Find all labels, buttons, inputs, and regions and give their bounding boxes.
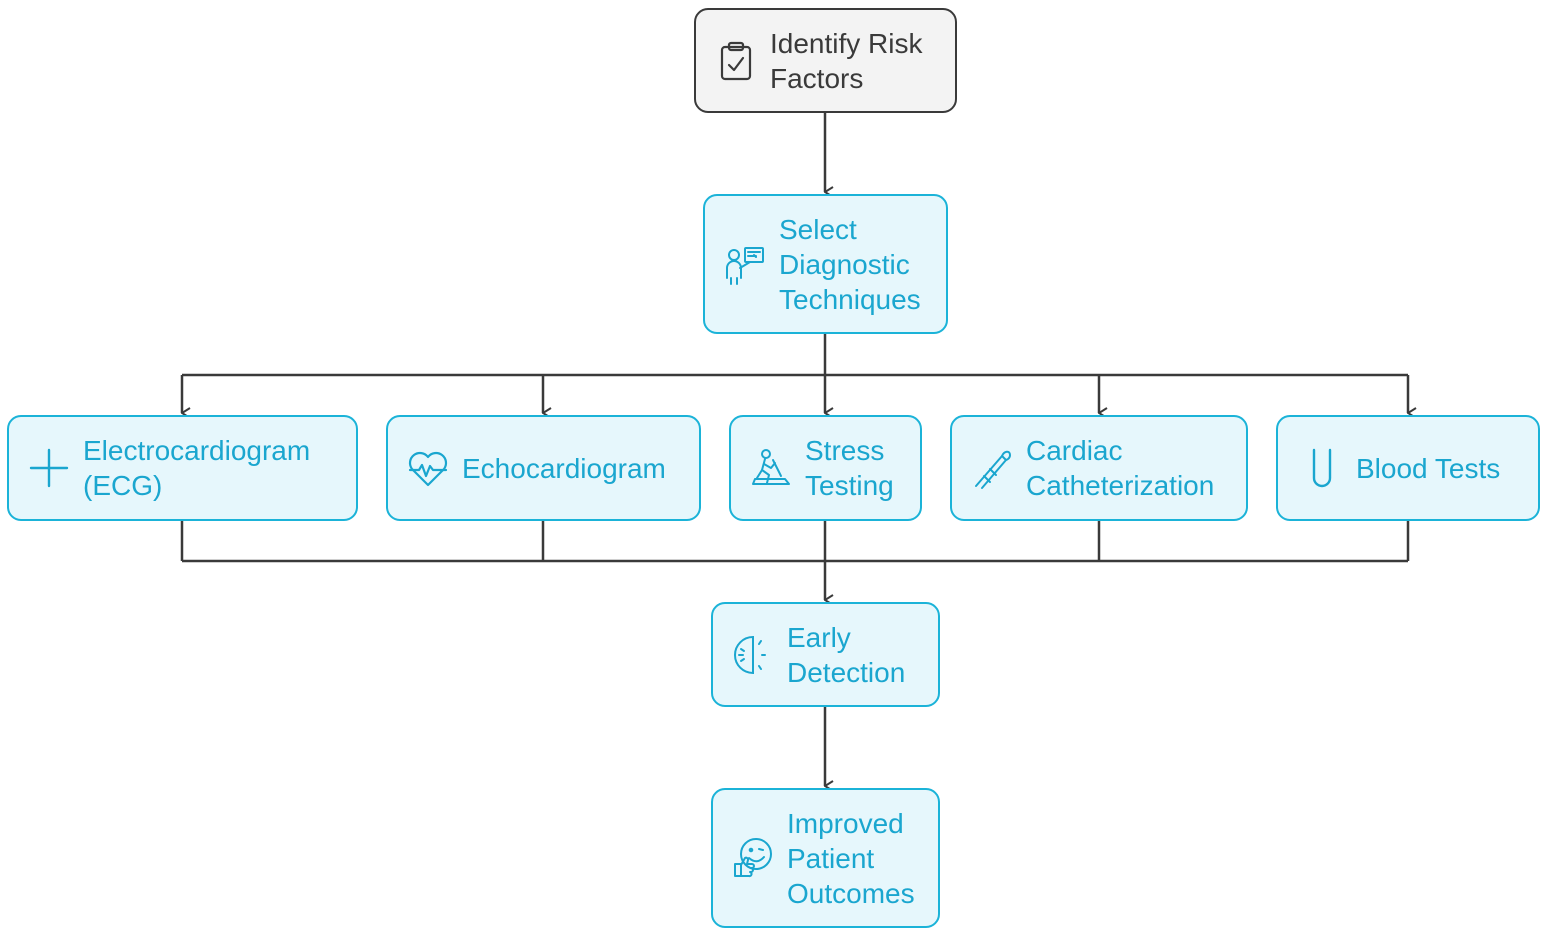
treadmill-icon <box>749 446 793 490</box>
node-label: Stress Testing <box>805 435 894 501</box>
catheter-icon <box>970 446 1014 490</box>
node-label: Improved Patient Outcomes <box>787 807 915 909</box>
node-electrocardiogram: Electrocardiogram (ECG) <box>7 415 358 521</box>
plus-icon <box>27 446 71 490</box>
smiley-thumbs-up-icon <box>731 836 775 880</box>
node-cardiac-catheterization: Cardiac Catheterization <box>950 415 1248 521</box>
clipboard-check-icon <box>714 39 758 83</box>
node-label: Electrocardiogram (ECG) <box>83 435 311 501</box>
node-label: Select Diagnostic Techniques <box>779 213 921 315</box>
node-identify-risk-factors: Identify Risk Factors <box>694 8 957 113</box>
node-label: Blood Tests <box>1356 452 1501 484</box>
node-label: Cardiac Catheterization <box>1026 435 1215 501</box>
node-label: Echocardiogram <box>462 452 666 484</box>
node-blood-tests: Blood Tests <box>1276 415 1540 521</box>
node-early-detection: Early Detection <box>711 602 940 707</box>
test-tube-icon <box>1300 446 1344 490</box>
node-label: Identify Risk Factors <box>770 27 923 94</box>
heart-pulse-icon <box>406 446 450 490</box>
node-select-diagnostic-techniques: Select Diagnostic Techniques <box>703 194 948 334</box>
node-improved-patient-outcomes: Improved Patient Outcomes <box>711 788 940 928</box>
doctor-presentation-icon <box>723 242 767 286</box>
half-gauge-icon <box>731 633 775 677</box>
node-echocardiogram: Echocardiogram <box>386 415 701 521</box>
node-label: Early Detection <box>787 621 906 688</box>
node-stress-testing: Stress Testing <box>729 415 922 521</box>
